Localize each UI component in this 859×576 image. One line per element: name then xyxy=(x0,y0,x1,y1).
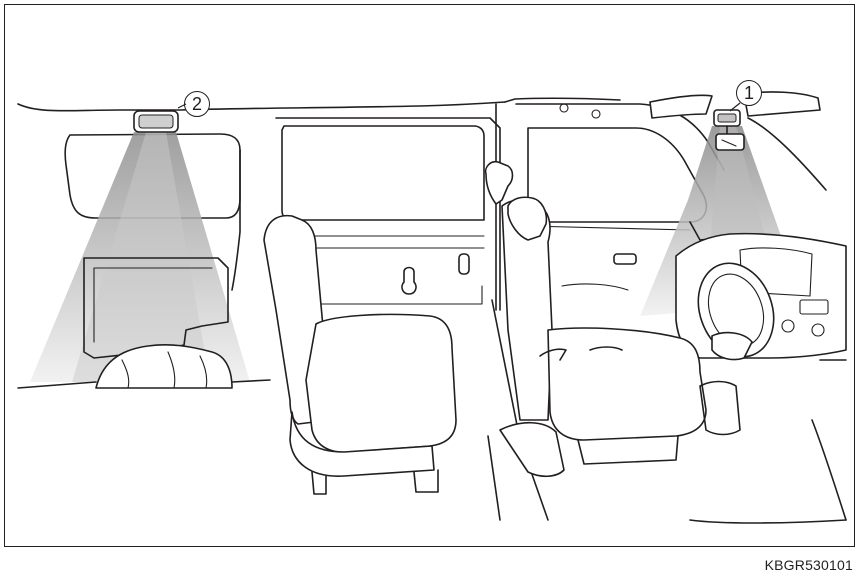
figure-code: KBGR530101 xyxy=(765,557,853,573)
leader-rear xyxy=(178,104,186,108)
leader-front xyxy=(730,103,740,111)
